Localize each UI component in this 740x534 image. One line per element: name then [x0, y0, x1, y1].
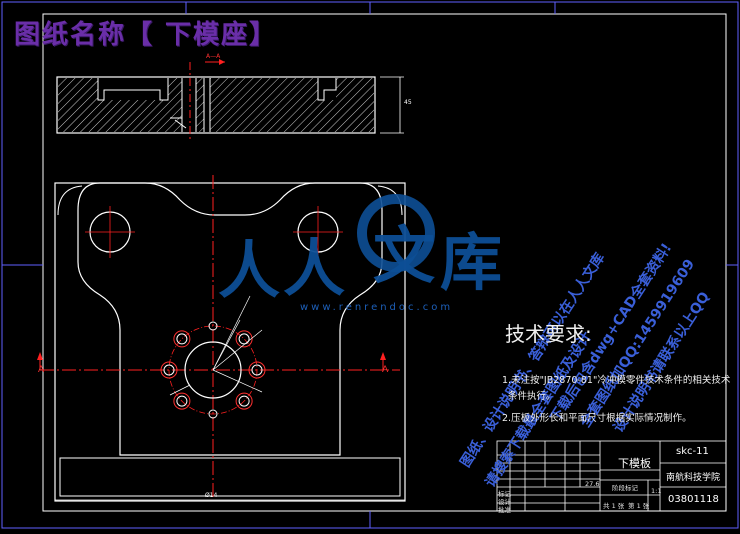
watermark-site: www.renrendoc.com: [300, 302, 454, 313]
counterbore-outer: [173, 392, 191, 410]
bolt-hole: [238, 333, 250, 345]
watermark-char-1: 人: [218, 234, 281, 307]
tech-requirement-2: 2.压板外形长和平面尺寸根据实际情况制作。: [502, 413, 692, 424]
bolt-hole: [251, 364, 263, 376]
title-block-school: 南航科技学院: [666, 473, 721, 483]
counterbore-outer: [173, 330, 191, 348]
title-block-scale: 1:1: [651, 487, 662, 495]
counterbore-outer: [248, 361, 266, 379]
section-label-top: A—A: [206, 53, 221, 60]
drawing-title: 图纸名称【 下模座】: [14, 20, 278, 50]
title-block-label-design: 设计: [498, 498, 511, 506]
section-marker-left: [37, 352, 43, 370]
title-block-label-sheets: 共 1 张: [603, 502, 625, 510]
title-block-number: 03801118: [668, 494, 719, 505]
title-block-value: 27.6: [585, 480, 600, 488]
bolt-hole: [163, 364, 175, 376]
section-label-right: A: [382, 365, 389, 375]
title-block-drawing-code: skc-11: [676, 446, 709, 457]
title-block-label-stage: 阶段标记: [612, 484, 638, 492]
watermark-logo-ring: [357, 194, 435, 272]
title-block-part-name: 下模板: [618, 457, 651, 470]
bolt-hole: [176, 395, 188, 407]
plan-view: [40, 175, 406, 502]
inner-frame: [42, 13, 727, 512]
tech-requirement-1: 1.未注按"JB2870-81"冷冲模零件技术条件的相关技术: [502, 375, 731, 386]
watermark-char-4: 库: [440, 226, 503, 299]
tech-requirement-1b: 条件执行。: [508, 391, 556, 402]
pin-hole: [208, 409, 218, 419]
section-label-left: A: [38, 365, 45, 375]
watermark-char-3: 文: [373, 219, 436, 292]
bolt-hole: [176, 333, 188, 345]
watermark-char-2: 人: [283, 232, 346, 305]
bolt-hole: [238, 395, 250, 407]
tech-requirements-heading: 技术要求:: [505, 322, 592, 346]
section-marker-top: [205, 59, 225, 65]
bolt-holes: [160, 321, 266, 419]
title-block-label-sheet: 第 1 张: [628, 502, 650, 510]
counterbore-outer: [160, 361, 178, 379]
pin-hole: [208, 321, 218, 331]
title-block-label-approve: 批准: [498, 506, 511, 514]
title-block-label-mark: 标记: [498, 490, 511, 498]
section-height-dim: 45: [404, 99, 412, 106]
plan-width-dim: Ø14: [205, 492, 218, 499]
frame-ticks: [2, 2, 738, 528]
title-block: [496, 440, 727, 512]
section-view: [56, 62, 404, 140]
section-marker-right: [380, 352, 386, 370]
counterbore-outer: [235, 392, 253, 410]
counterbore-outer: [235, 330, 253, 348]
